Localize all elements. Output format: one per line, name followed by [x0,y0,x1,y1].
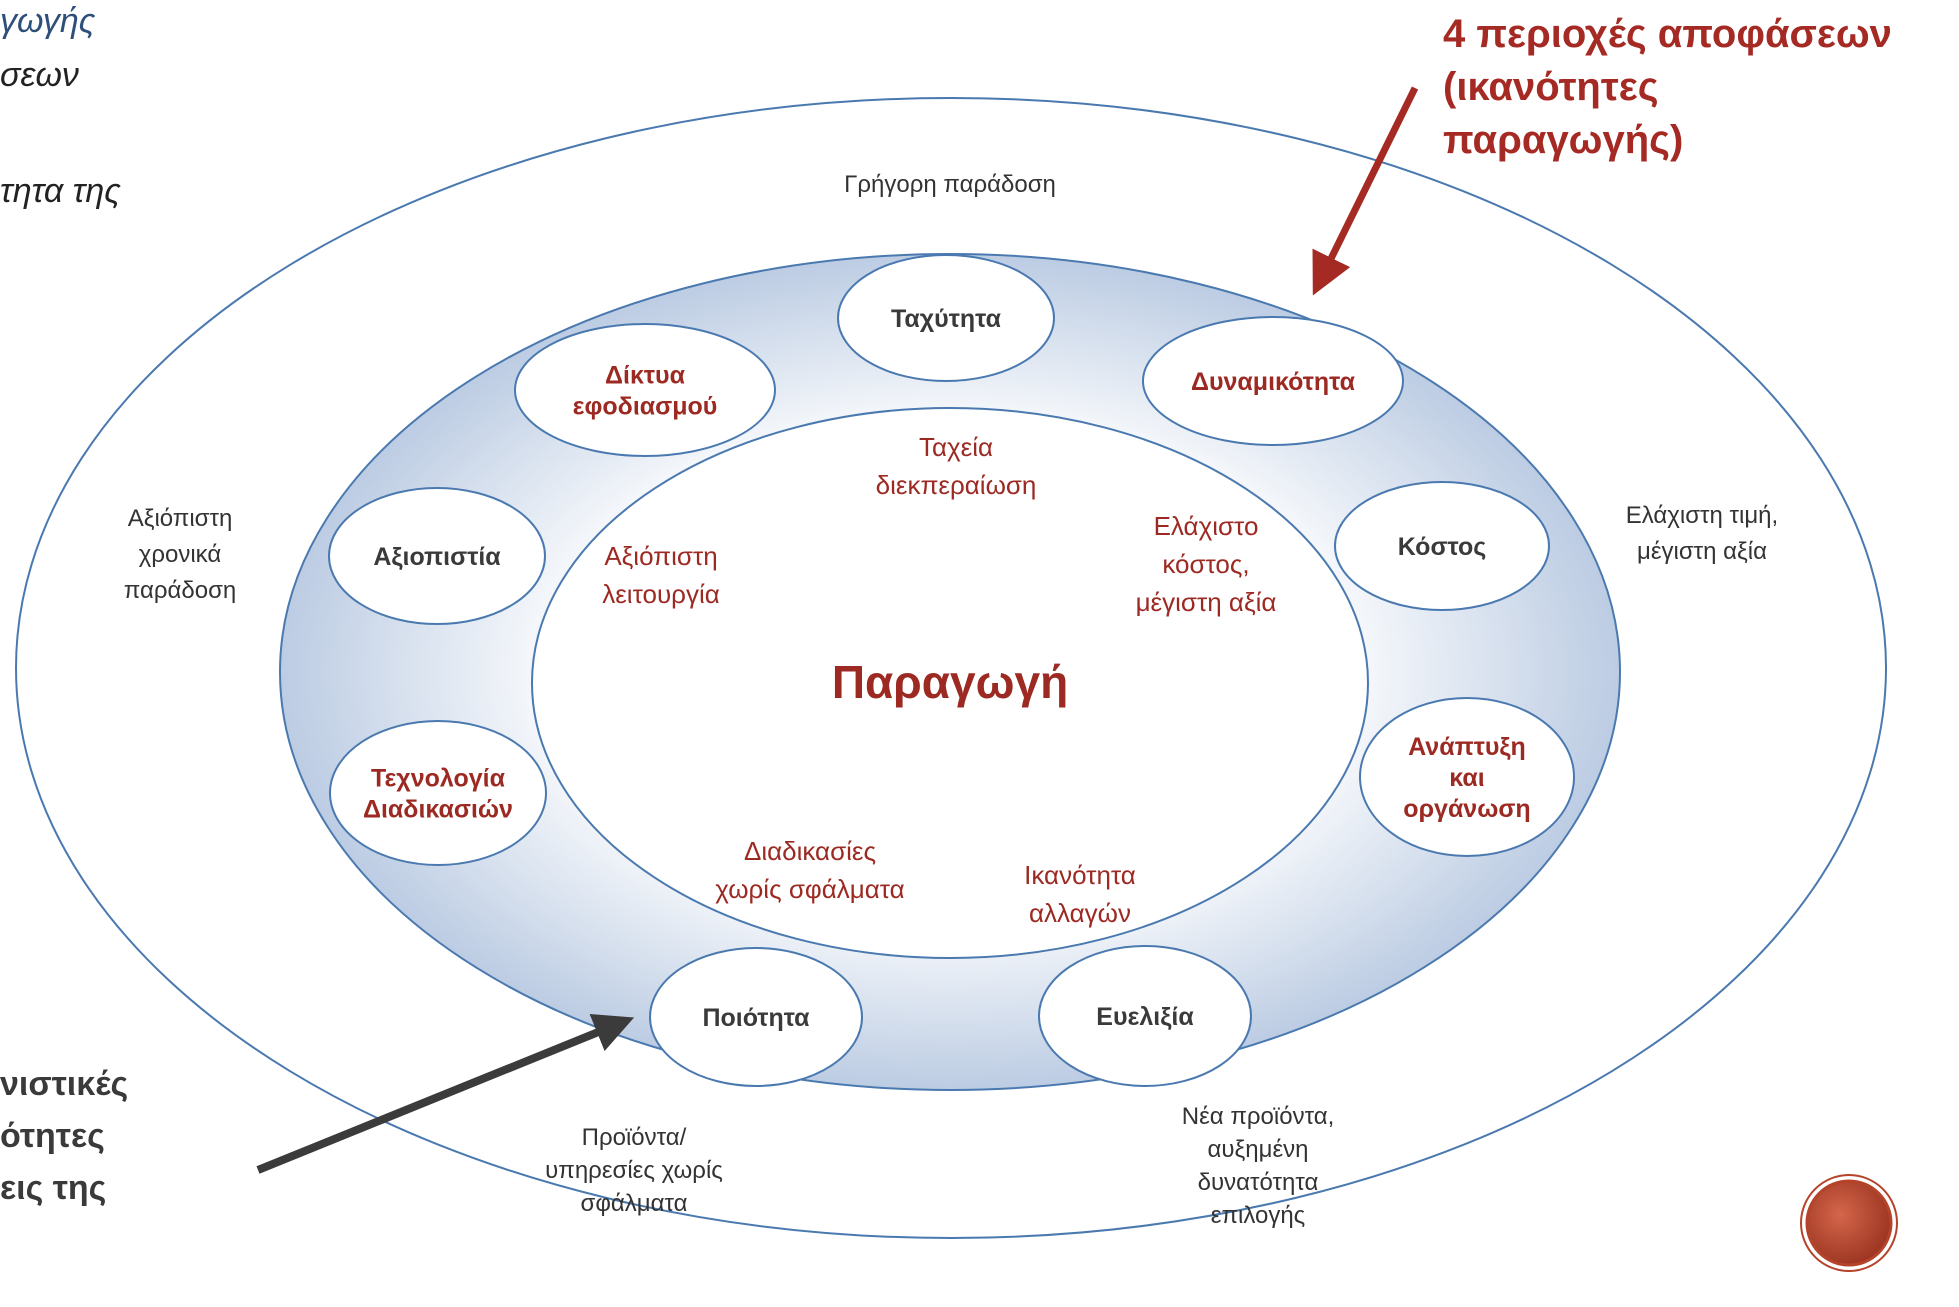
node-anaptyxi-label: Ανάπτυξη και οργάνωση [1403,733,1530,823]
core-ellipse [531,407,1369,959]
outer-label-axiopisti-paradosi: Αξιόπιστη χρονικά παράδοση [124,505,237,604]
node-dynamikotita-ellipse [1142,316,1404,446]
left-bottom-fragment-1: νιστικές [0,1065,129,1103]
node-tachytita-ellipse [837,254,1055,382]
node-axiopistia-label: Αξιοπιστία [373,543,501,571]
node-diktya-label-line: εφοδιασμού [573,393,718,421]
node-anaptyxi-label-line: και [1449,764,1484,792]
center-label: Παραγωγή [832,656,1068,708]
outer-label-grigori-line: Γρήγορη παράδοση [844,171,1056,198]
node-diktya-label: Δίκτυα εφοδιασμού [573,362,718,421]
node-evelixia-ellipse [1038,945,1252,1087]
left-text-fragment-3: τητα της [0,172,121,210]
competitive-arrow [256,1013,635,1174]
node-diktya-label-line: Δίκτυα [605,362,686,390]
outer-label-elachisti-timi-line: μέγιστη αξία [1637,538,1767,565]
node-anaptyxi-label-line: οργάνωση [1403,795,1530,823]
core-label-elachisto-line: μέγιστη αξία [1136,587,1277,617]
core-label-elachisto-line: Ελάχιστο [1154,511,1259,541]
node-tachytita-label: Ταχύτητα [891,305,1002,333]
core-label-axiopisti-leitourgia: Αξιόπιστη λειτουργία [602,541,720,609]
core-label-elachisto-line: κόστος, [1162,549,1249,579]
node-poiotita-ellipse [649,947,863,1087]
node-technologia-label-line: Τεχνολογία [371,765,506,793]
callout-arrow [1312,86,1419,296]
node-technologia-label-line: Διαδικασιών [363,796,513,824]
core-label-tacheia-line: Ταχεία [919,432,993,462]
node-tachytita-label-line: Ταχύτητα [891,305,1002,333]
node-dynamikotita-label-line: Δυναμικότητα [1191,368,1356,396]
node-technologia-ellipse [329,720,547,866]
outer-label-proionta-line: Προϊόντα/ [582,1124,687,1151]
callout-line: παραγωγής) [1443,118,1684,162]
outer-label-axiopisti-paradosi-line: Αξιόπιστη [128,505,233,532]
left-text-fragment-2: σεων [0,56,79,94]
node-poiotita-label: Ποιότητα [702,1004,810,1032]
core-label-diadikasies-line: χωρίς σφάλματα [715,874,904,904]
core-label-ikanotita-line: αλλαγών [1029,898,1131,928]
outer-label-proionta-line: σφάλματα [581,1190,688,1217]
left-bottom-fragment-2: ότητες [0,1117,105,1155]
callout-line: 4 περιοχές αποφάσεων [1443,12,1892,56]
core-label-diadikasies-line: Διαδικασίες [744,836,876,866]
outer-label-nea-proionta-line: αυξημένη [1208,1136,1309,1163]
outer-label-proionta: Προϊόντα/υπηρεσίες χωρίς σφάλματα [545,1124,723,1217]
outer-label-proionta-line: υπηρεσίες χωρίς [545,1157,723,1184]
node-axiopistia-label-line: Αξιοπιστία [373,543,501,571]
core-label-ikanotita: Ικανότητα αλλαγών [1024,860,1136,928]
core-label-elachisto: Ελάχιστο κόστος, μέγιστη αξία [1136,511,1277,617]
node-anaptyxi-label-line: Ανάπτυξη [1408,733,1526,761]
decorative-orange-circle-ring-icon [1800,1174,1898,1272]
node-poiotita-label-line: Ποιότητα [702,1004,810,1032]
outer-label-nea-proionta-line: δυνατότητα [1198,1169,1319,1196]
node-kostos-ellipse [1334,481,1550,611]
node-evelixia-label: Ευελιξία [1096,1003,1194,1031]
core-label-tacheia: Ταχεία διεκπεραίωση [876,432,1037,500]
outer-label-nea-proionta-line: επιλογής [1211,1202,1306,1229]
node-kostos-label-line: Κόστος [1398,533,1487,561]
core-label-tacheia-line: διεκπεραίωση [876,470,1037,500]
node-axiopistia-ellipse [328,487,546,625]
node-dynamikotita-label: Δυναμικότητα [1191,368,1356,396]
node-evelixia-label-line: Ευελιξία [1096,1003,1194,1031]
outer-label-elachisti-timi-line: Ελάχιστη τιμή, [1626,502,1778,529]
node-diktya-ellipse [514,323,776,457]
decorative-orange-circle-icon [1805,1179,1893,1267]
outer-label-nea-proionta-line: Νέα προϊόντα, [1182,1103,1335,1130]
node-kostos-label: Κόστος [1398,533,1487,561]
outer-label-axiopisti-paradosi-line: παράδοση [124,577,237,604]
outer-label-axiopisti-paradosi-line: χρονικά [139,541,222,568]
core-label-diadikasies: Διαδικασίες χωρίς σφάλματα [715,836,904,904]
callout-text: 4 περιοχές αποφάσεων (ικανότητες παραγωγ… [1443,8,1892,167]
core-label-axiopisti-leitourgia-line: Αξιόπιστη [604,541,717,571]
left-bottom-fragment-3: εις της [0,1169,107,1207]
outer-label-nea-proionta: Νέα προϊόντα, αυξημένη δυνατότητα επιλογής [1182,1103,1335,1229]
core-label-ikanotita-line: Ικανότητα [1024,860,1136,890]
callout-line: (ικανότητες [1443,65,1659,109]
node-anaptyxi-ellipse [1359,697,1575,857]
outer-label-elachisti-timi: Ελάχιστη τιμή, μέγιστη αξία [1626,502,1778,565]
left-title-fragment: γωγής [0,2,96,40]
outer-label-grigori: Γρήγορη παράδοση [844,171,1056,198]
core-label-axiopisti-leitourgia-line: λειτουργία [602,579,720,609]
